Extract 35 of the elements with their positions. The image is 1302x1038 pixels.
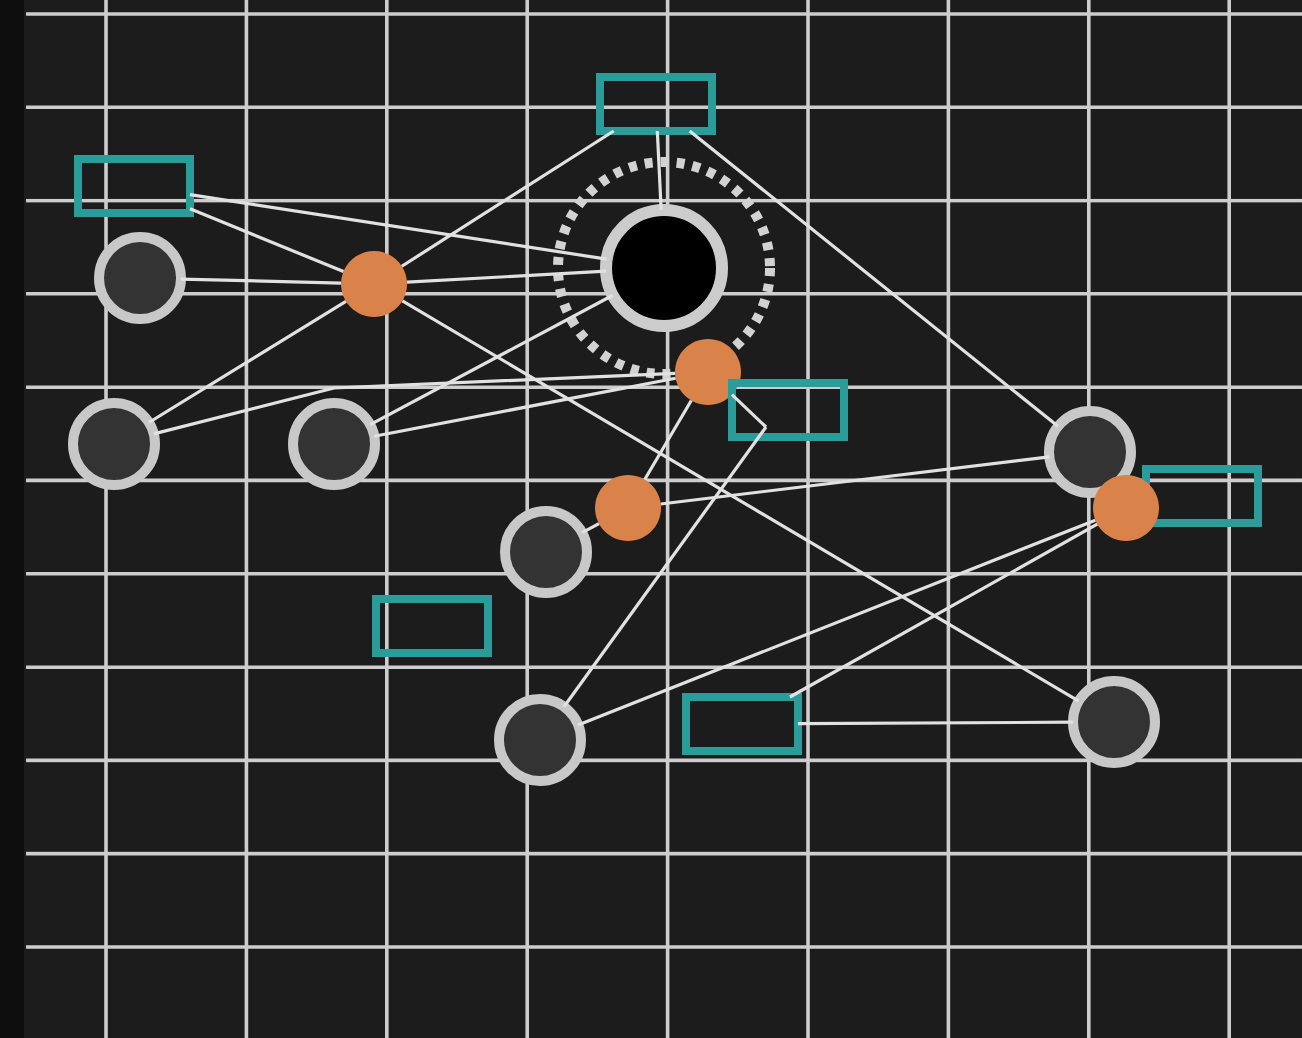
connector-line xyxy=(643,399,693,481)
connector-line xyxy=(655,130,663,211)
node-box xyxy=(728,379,848,441)
dot-node xyxy=(675,339,741,405)
connector-line xyxy=(581,522,600,534)
node-box xyxy=(74,155,194,217)
ring-node xyxy=(494,694,586,786)
connector-line xyxy=(577,518,1096,727)
connector-line xyxy=(789,522,1099,699)
connector-line xyxy=(660,455,1050,506)
ring-node xyxy=(1068,676,1160,768)
connector-line xyxy=(730,393,768,429)
ring-node xyxy=(94,232,186,324)
node-box xyxy=(372,595,492,657)
connector-line xyxy=(180,277,342,285)
ring-node xyxy=(68,398,160,490)
dot-node xyxy=(341,251,407,317)
connector-line xyxy=(400,129,615,268)
connector-line xyxy=(373,376,676,438)
connector-line xyxy=(401,299,1080,703)
dot-node xyxy=(1093,475,1159,541)
node-box xyxy=(682,693,802,755)
ring-node xyxy=(288,398,380,490)
connector-line xyxy=(189,193,607,261)
ring-node xyxy=(500,506,592,598)
connector-line xyxy=(148,299,347,424)
connector-line xyxy=(798,720,1073,726)
connector-line xyxy=(189,207,345,273)
connector-line xyxy=(369,293,614,427)
connector-line xyxy=(406,269,607,284)
node-box xyxy=(596,73,716,135)
dot-node xyxy=(595,475,661,541)
connector-line xyxy=(562,426,768,708)
connector-line xyxy=(688,129,1060,428)
connector-line xyxy=(153,371,676,436)
